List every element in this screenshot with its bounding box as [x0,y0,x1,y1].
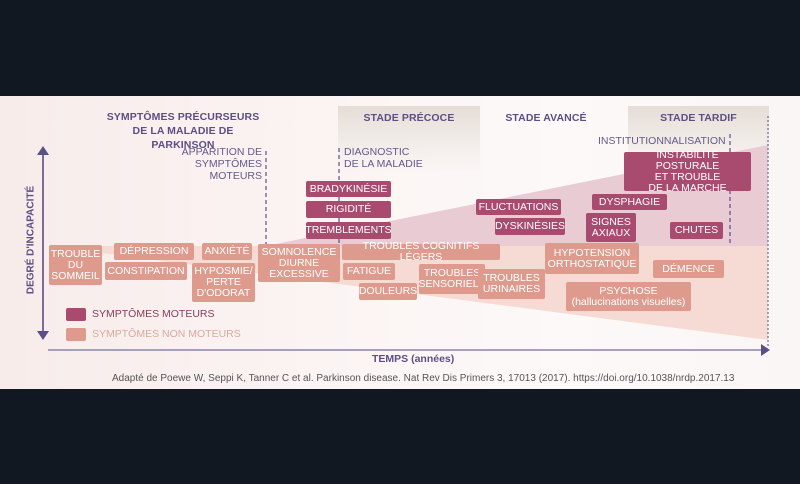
motor-symptom-falls: CHUTES [670,222,723,239]
non-motor-symptom-sensory: TROUBLES SENSORIELS [418,264,486,294]
institutionalisation-annotation: INSTITUTIONNALISATION [598,135,726,147]
y-axis-arrow-up-icon [37,146,49,155]
motor-symptom-axial-signs: SIGNES AXIAUX [586,213,636,242]
motor-symptom-dyskinesias: DYSKINÉSIES [495,218,565,235]
source-citation: Adapté de Poewe W, Seppi K, Tanner C et … [112,373,735,384]
legend-motor-swatch [66,308,86,321]
motor-symptom-postural-instability: INSTABILITÉ POSTURALE ET TROUBLE DE LA M… [624,149,751,193]
y-axis-label: DEGRÉ D'INCAPACITÉ [25,185,37,295]
x-axis-label: TEMPS (années) [372,353,455,365]
non-motor-symptom-anxiety: ANXIÉTÉ [202,243,252,260]
x-axis-arrow-icon [761,344,770,356]
stage-prodromal-title: SYMPTÔMES PRÉCURSEURS DE LA MALADIE DE P… [106,111,260,151]
motor-onset-annotation: APPARITION DE SYMPTÔMES MOTEURS [181,146,262,182]
early-stage-band [338,106,480,174]
non-motor-symptom-urinary: TROUBLES URINAIRES [478,269,545,299]
stage-advanced-title: STADE AVANCÉ [505,112,587,124]
non-motor-symptom-psychosis: PSYCHOSE (hallucinations visuelles) [566,282,691,311]
non-motor-symptom-dementia: DÉMENCE [653,260,724,278]
non-motor-symptom-constipation: CONSTIPATION [105,262,187,280]
diagnosis-annotation: DIAGNOSTIC DE LA MALADIE [344,146,423,170]
legend-non-motor-swatch [66,328,86,341]
legend-motor-label: SYMPTÔMES MOTEURS [92,308,215,320]
motor-symptom-fluctuations: FLUCTUATIONS [476,199,561,215]
non-motor-symptom-mild-cognitive: TROUBLES COGNITIFS LÉGERS [342,241,500,263]
non-motor-symptom-depression: DÉPRESSION [114,243,194,260]
stage-early-title: STADE PRÉCOCE [363,112,455,124]
non-motor-symptom-pain: DOULEURS [359,283,417,300]
motor-symptom-rigidity: RIGIDITÉ [306,201,391,218]
motor-symptom-dysphagia: DYSPHAGIE [592,194,667,210]
non-motor-symptom-orthostatic-hypotension: HYPOTENSION ORTHOSTATIQUE [545,243,639,274]
non-motor-symptom-daytime-sleepiness: SOMNOLENCE DIURNE EXCESSIVE [258,244,340,282]
y-axis-arrow-down-icon [37,331,49,340]
parkinson-progression-diagram: SYMPTÔMES PRÉCURSEURS DE LA MALADIE DE P… [0,96,800,389]
non-motor-symptom-hyposmia: HYPOSMIE/ PERTE D'ODORAT [192,263,255,302]
motor-symptom-bradykinesia: BRADYKINÉSIE [306,181,391,197]
non-motor-symptom-fatigue: FATIGUE [343,263,395,280]
non-motor-symptom-sleep-disorder: TROUBLE DU SOMMEIL [49,245,102,285]
stage-late-title: STADE TARDIF [660,112,737,124]
motor-symptom-tremors: TREMBLEMENTS [305,222,392,239]
legend-non-motor-label: SYMPTÔMES NON MOTEURS [92,328,241,340]
